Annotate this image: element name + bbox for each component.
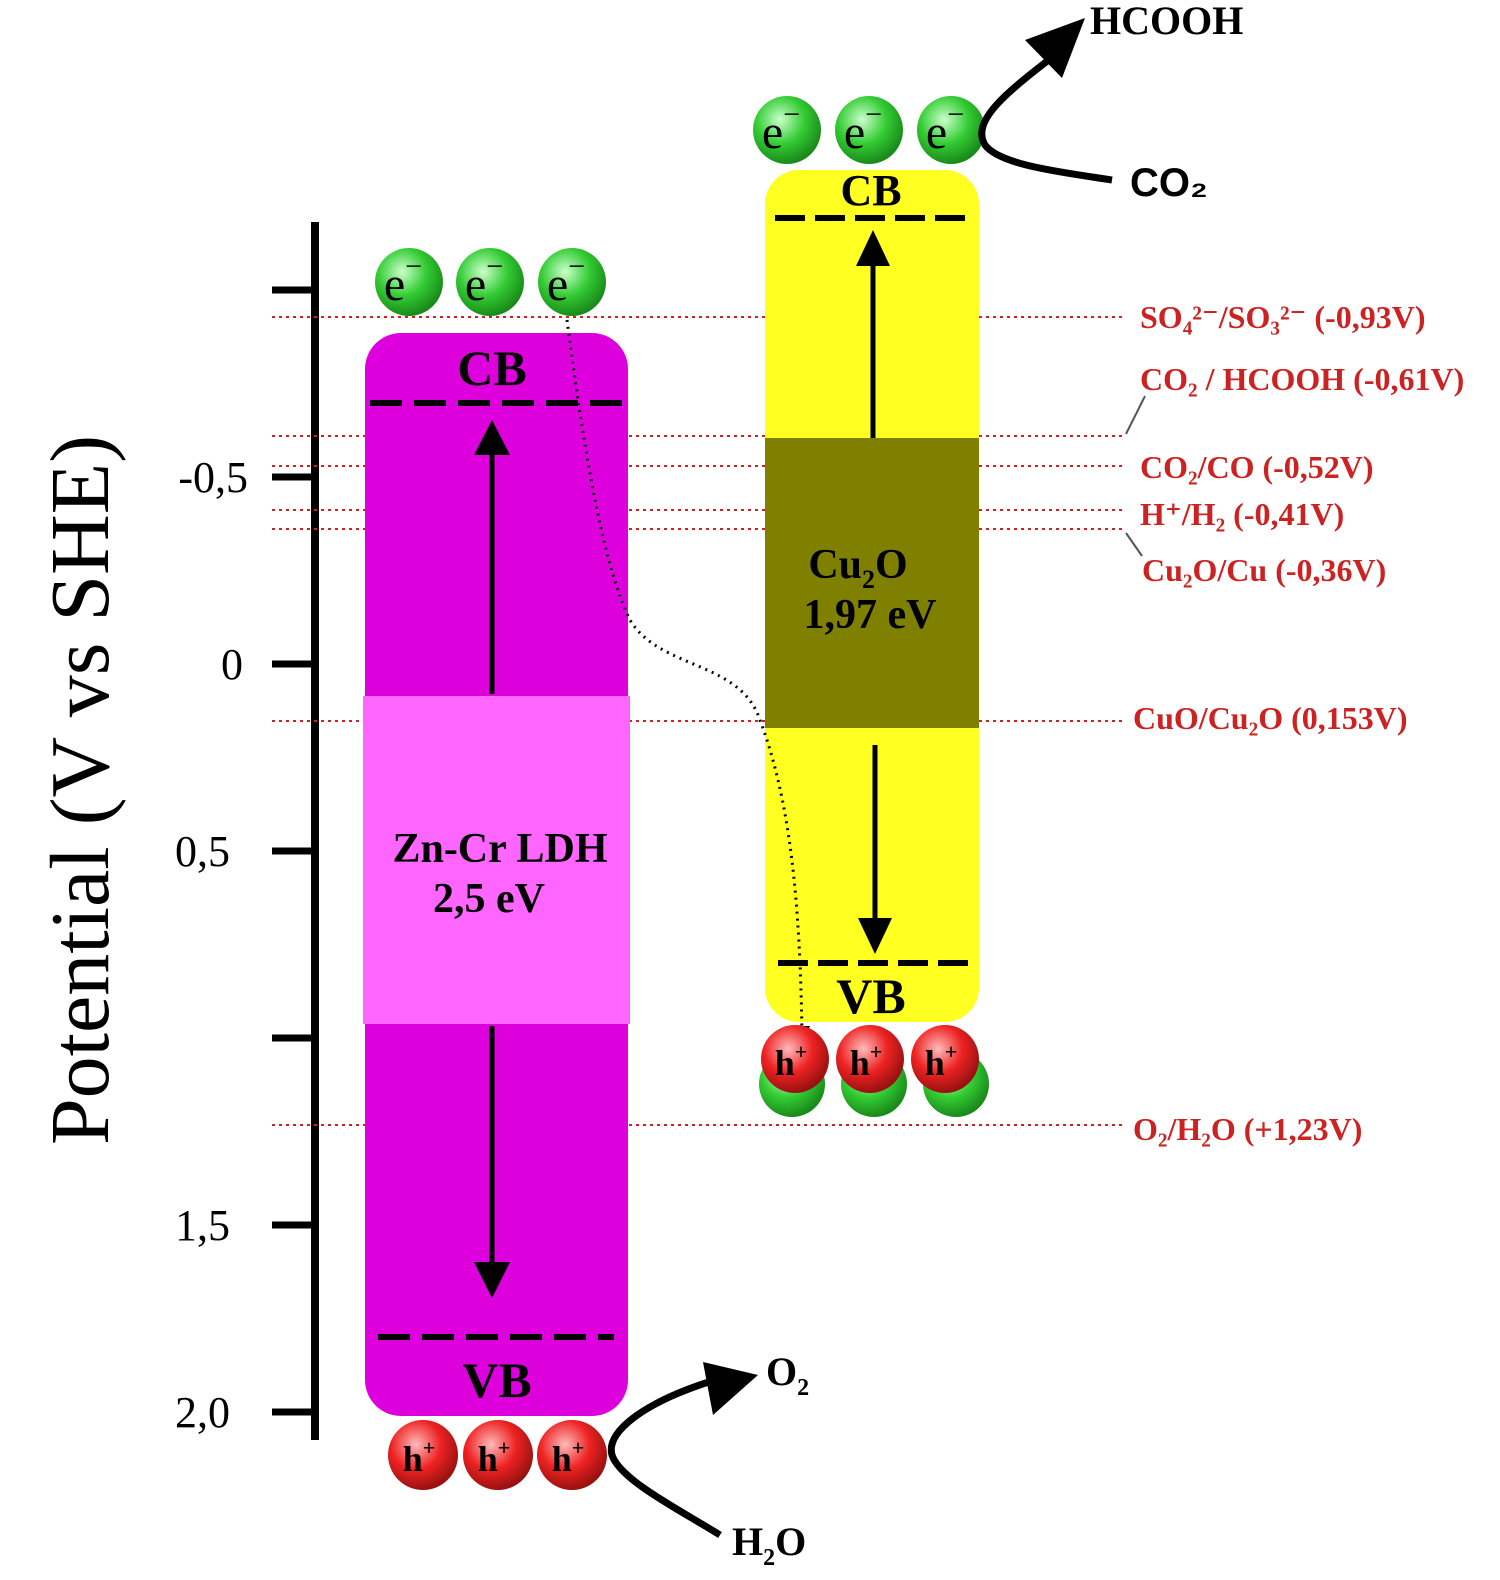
svg-text:h+: h+: [403, 1435, 436, 1479]
svg-text:e−: e−: [926, 98, 964, 159]
electron-particle: e−: [375, 248, 443, 316]
electron-particle: e−: [456, 248, 524, 316]
svg-text:e−: e−: [384, 250, 422, 311]
redox-label-cu2o-cu: Cu₂O/Cu (-0,36V): [1142, 552, 1386, 588]
cu2o-electrons: e− e− e−: [753, 96, 985, 164]
redox-labels: SO₄²⁻/SO₃²⁻ (-0,93V) CO₂ / HCOOH (-0,61V…: [1125, 299, 1464, 1147]
svg-text:e−: e−: [844, 98, 882, 159]
cu2o-vb-label: VB: [836, 968, 905, 1024]
hole-particle: h+: [761, 1025, 829, 1093]
tick-label-2-0: 2,0: [175, 1388, 230, 1437]
tick-label-neg-0-5: -0,5: [178, 453, 248, 502]
cu2o-cb-label: CB: [840, 166, 901, 215]
hole-particle: h+: [463, 1420, 533, 1490]
tick-label-1-5: 1,5: [175, 1201, 230, 1250]
redox-label-cuo-cu2o: CuO/Cu₂O (0,153V): [1133, 700, 1408, 736]
svg-text:h+: h+: [850, 1039, 883, 1083]
ldh-gap-region: [363, 696, 630, 1024]
redox-label-so4: SO₄²⁻/SO₃²⁻ (-0,93V): [1140, 299, 1426, 335]
co2-reduction-arrow: HCOOH CO₂: [978, 0, 1243, 205]
svg-text:e−: e−: [762, 98, 800, 159]
electron-particle: e−: [753, 96, 821, 164]
ldh-name: Zn-Cr LDH: [392, 826, 607, 872]
tick-label-0: 0: [221, 640, 243, 689]
cu2o-holes: h+ h+ h+: [761, 1025, 979, 1093]
potential-axis: -0,5 0 0,5 1,5 2,0 Potential (V vs SHE): [34, 222, 319, 1440]
water-oxidation-arrow: O2 H2O: [607, 1349, 809, 1571]
redox-label-h-h2: H⁺/H₂ (-0,41V): [1140, 496, 1344, 532]
redox-leader-co2-hcooh: [1125, 395, 1146, 435]
co2-reduction-arrow-head: [1025, 18, 1085, 78]
axis-label: Potential (V vs SHE): [34, 435, 127, 1145]
svg-text:h+: h+: [552, 1435, 585, 1479]
electron-particle: e−: [538, 248, 606, 316]
hcooh-label: HCOOH: [1090, 0, 1243, 43]
ldh-band: CB VB Zn-Cr LDH 2,5 eV: [363, 333, 630, 1416]
svg-text:h+: h+: [925, 1039, 958, 1083]
cu2o-name: Cu2O: [808, 542, 907, 594]
cu2o-down-arrow-head: [858, 918, 892, 954]
ldh-gap-value: 2,5 eV: [433, 876, 545, 922]
svg-text:h+: h+: [478, 1435, 511, 1479]
cu2o-gap-value: 1,97 eV: [804, 592, 937, 638]
ldh-holes: h+ h+ h+: [388, 1420, 607, 1490]
hole-particle: h+: [836, 1025, 904, 1093]
cu2o-up-arrow-head: [856, 230, 890, 266]
h2o-label: H2O: [732, 1519, 806, 1571]
redox-label-co2-hcooh: CO₂ / HCOOH (-0,61V): [1140, 361, 1464, 397]
redox-label-o2-h2o: O₂/H₂O (+1,23V): [1133, 1111, 1362, 1147]
hole-particle: h+: [388, 1420, 458, 1490]
redox-leader-cu2o-cu: [1125, 532, 1143, 557]
svg-text:e−: e−: [547, 250, 585, 311]
o2-label: O2: [766, 1349, 809, 1401]
cu2o-band: CB VB Cu2O 1,97 eV: [765, 166, 979, 1024]
tick-label-0-5: 0,5: [175, 827, 230, 876]
co2-reactant-label: CO₂: [1130, 161, 1208, 205]
electron-particle: e−: [917, 96, 985, 164]
ldh-down-arrow-head: [474, 1262, 510, 1298]
svg-text:h+: h+: [775, 1039, 808, 1083]
electron-particle: e−: [835, 96, 903, 164]
svg-text:e−: e−: [465, 250, 503, 311]
hole-particle: h+: [537, 1420, 607, 1490]
redox-label-co2-co: CO₂/CO (-0,52V): [1140, 449, 1374, 485]
hole-particle: h+: [911, 1025, 979, 1093]
ldh-electrons: e− e− e−: [375, 248, 606, 316]
ldh-cb-label: CB: [457, 340, 526, 396]
cu2o-gap-region: [765, 438, 979, 728]
ldh-vb-label: VB: [462, 1352, 531, 1408]
ldh-up-arrow-head: [474, 420, 510, 455]
water-oxidation-arrow-head: [703, 1362, 758, 1415]
